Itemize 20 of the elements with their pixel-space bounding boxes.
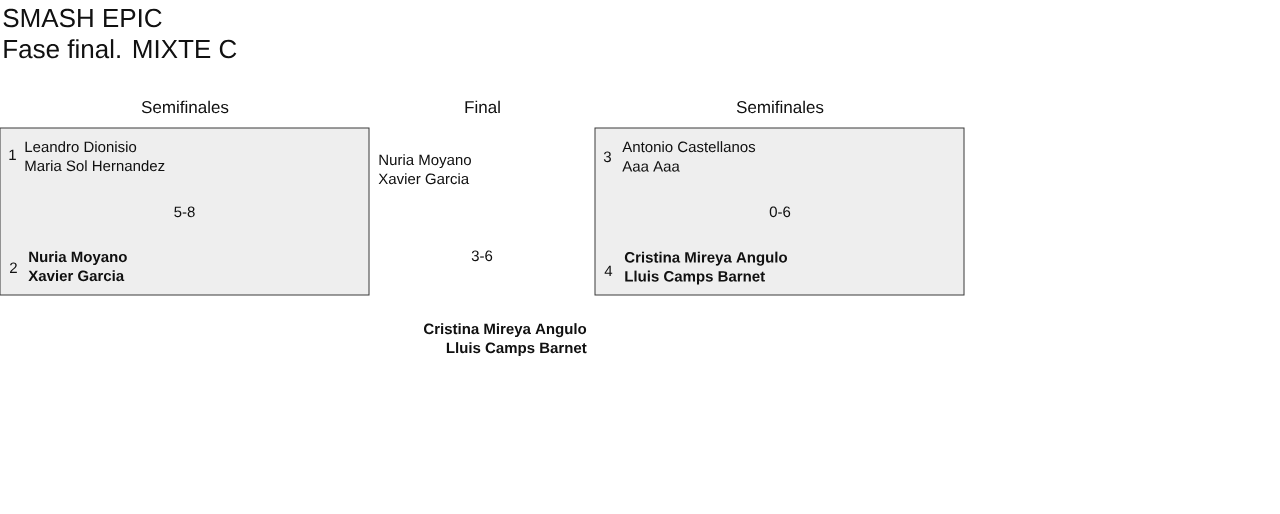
seed-number: 4	[604, 265, 613, 276]
seed-number: 1	[9, 149, 16, 160]
score: 3-6	[471, 250, 493, 262]
player-name: Antonio Castellanos	[622, 141, 756, 153]
player-name: Nuria Moyano	[29, 251, 127, 266]
score: 0-6	[769, 206, 791, 218]
player-name: Cristina Mireya Angulo	[624, 251, 788, 266]
player-name: Lluis Camps Barnet	[625, 270, 765, 285]
player-name: Aaa Aaa	[622, 161, 680, 172]
subtitle: Fase final. MIXTE C	[4, 39, 237, 59]
player-name: Cristina Mireya Angulo	[424, 323, 587, 338]
round-heading: Final	[465, 100, 500, 114]
seed-number: 3	[603, 151, 611, 163]
player-name: Maria Sol Hernandez	[25, 160, 165, 172]
player-name: Lluis Camps Barnet	[446, 342, 587, 357]
player-name: Leandro Dionisio	[25, 141, 137, 153]
title: SMASH EPIC	[3, 8, 162, 28]
seed-number: 2	[10, 262, 17, 273]
player-name: Xavier Garcia	[28, 270, 125, 282]
score: 5-8	[174, 206, 195, 218]
